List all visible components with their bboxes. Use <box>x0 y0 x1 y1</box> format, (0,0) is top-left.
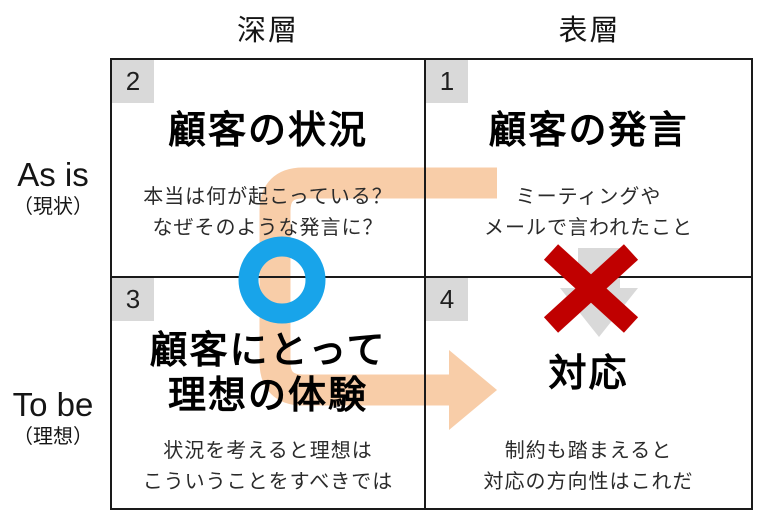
row-label-to-be-jp: （理想） <box>13 426 93 448</box>
description-line: なぜそのような発言に？ <box>152 217 384 239</box>
row-label-to-be-en: To be <box>12 386 94 423</box>
quadrant-number-badge: 3 <box>112 278 154 321</box>
matrix-row-as-is: 2 顧客の状況 本当は何が起こっている？ なぜそのような発言に？ 1 顧客の発言… <box>112 60 751 278</box>
matrix-row-to-be: 3 顧客にとって 理想の体験 状況を考えると理想は こういうことをすべきでは 4… <box>112 278 751 508</box>
quadrant-2-customer-situation: 2 顧客の状況 本当は何が起こっている？ なぜそのような発言に？ <box>112 60 426 276</box>
flow-arrow-path-icon <box>259 167 497 406</box>
description-line: こういうことをすべきでは <box>142 471 394 493</box>
description-line: 制約も踏まえると <box>504 440 673 462</box>
matrix-grid: 2 顧客の状況 本当は何が起こっている？ なぜそのような発言に？ 1 顧客の発言… <box>110 58 753 510</box>
quadrant-number-badge: 2 <box>112 60 154 103</box>
column-header-deep-layer: 深層 <box>236 15 299 47</box>
x-cross-wrong-mark-icon <box>543 244 639 333</box>
quadrant-description: 状況を考えると理想は こういうことをすべきでは <box>112 436 424 498</box>
o-circle-correct-mark-icon <box>238 236 326 324</box>
quadrant-number-badge: 1 <box>426 60 468 103</box>
row-label-as-is-en: As is <box>17 156 89 193</box>
quadrant-description: 本当は何が起こっている？ なぜそのような発言に？ <box>112 182 424 244</box>
flow-arrow-head-icon <box>449 350 497 430</box>
quadrant-number-badge: 4 <box>426 278 468 321</box>
column-header-surface-layer: 表層 <box>558 15 621 47</box>
title-line: 理想の体験 <box>167 375 368 417</box>
description-line: 状況を考えると理想は <box>163 440 373 462</box>
row-label-as-is-jp: （現状） <box>13 196 93 218</box>
description-line: メールで言われたこと <box>484 217 693 239</box>
x-mark-stroke <box>543 244 639 333</box>
quadrant-4-response: 4 対応 制約も踏まえると 対応の方向性はこれだ <box>426 278 751 508</box>
quadrant-title: 顧客の発言 <box>488 110 689 152</box>
quadrant-title: 顧客の状況 <box>167 110 368 152</box>
quadrant-title: 対応 <box>548 352 629 395</box>
description-line: 本当は何が起こっている？ <box>143 186 393 208</box>
quadrant-description: 制約も踏まえると 対応の方向性はこれだ <box>426 436 751 498</box>
quadrant-3-ideal-experience: 3 顧客にとって 理想の体験 状況を考えると理想は こういうことをすべきでは <box>112 278 426 508</box>
row-label-to-be: To be （理想） <box>0 386 106 450</box>
description-line: ミーティングや <box>515 186 662 208</box>
title-line: 顧客にとって <box>149 330 387 372</box>
quadrant-1-customer-statement: 1 顧客の発言 ミーティングや メールで言われたこと <box>426 60 751 276</box>
description-line: 対応の方向性はこれだ <box>483 471 694 493</box>
row-label-as-is: As is （現状） <box>0 156 106 220</box>
quadrant-description: ミーティングや メールで言われたこと <box>426 182 751 244</box>
quadrant-title: 顧客にとって 理想の体験 <box>112 328 424 420</box>
